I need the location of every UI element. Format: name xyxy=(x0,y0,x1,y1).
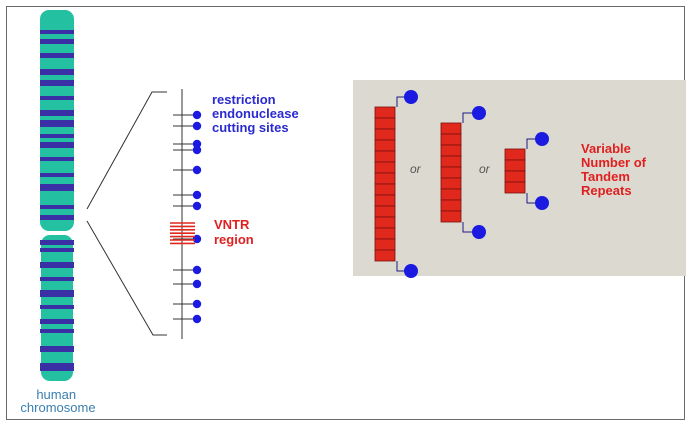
repeat-block xyxy=(374,150,396,163)
repeat-block xyxy=(374,227,396,240)
repeat-block xyxy=(374,161,396,174)
repeat-block xyxy=(440,199,462,212)
repeat-block xyxy=(374,249,396,262)
chromosome-band xyxy=(40,319,74,324)
chromosome-band xyxy=(40,80,74,86)
repeat-variant xyxy=(374,90,418,278)
site-dot xyxy=(192,201,202,211)
chromosome-band xyxy=(40,69,74,75)
repeat-block xyxy=(440,144,462,157)
repeat-block xyxy=(504,181,526,194)
connector-line xyxy=(526,138,538,149)
vntr-region-marks xyxy=(170,222,195,245)
chromosome-band xyxy=(40,157,74,161)
repeat-block xyxy=(504,170,526,183)
repeat-block xyxy=(440,122,462,135)
or-label-2: or xyxy=(479,162,491,176)
repeat-block xyxy=(440,188,462,201)
chromosome-band xyxy=(40,305,74,309)
repeat-block xyxy=(440,166,462,179)
repeat-variant-group xyxy=(374,90,549,278)
site-dot xyxy=(192,110,202,120)
repeat-block xyxy=(374,238,396,251)
repeat-variants-panel: or or Variable Number of Tandem Repeats xyxy=(353,80,686,278)
repeat-variant xyxy=(504,132,549,210)
chromosome-band xyxy=(40,240,74,245)
connector-line xyxy=(396,261,407,272)
repeat-variant xyxy=(440,106,486,239)
repeat-block xyxy=(440,155,462,168)
site-dot xyxy=(192,299,202,309)
repeat-block xyxy=(504,159,526,172)
chromosome-band xyxy=(40,277,74,281)
site-dot xyxy=(192,139,202,149)
connector-line xyxy=(396,96,407,107)
vntr-region-label: VNTR region xyxy=(214,217,254,247)
repeat-block xyxy=(374,117,396,130)
chromosome-band xyxy=(40,110,74,116)
site-dot xyxy=(192,165,202,175)
chromosome-label: human chromosome xyxy=(20,387,95,415)
connector-line xyxy=(526,193,538,204)
bracket-lower-line xyxy=(86,220,167,336)
chromosome-band xyxy=(40,173,74,177)
site-dot xyxy=(535,196,549,210)
site-dot xyxy=(192,279,202,289)
chromosome-band xyxy=(40,134,74,138)
repeat-block xyxy=(374,106,396,119)
repeat-block xyxy=(440,210,462,223)
chromosome-band xyxy=(40,205,74,209)
site-dot xyxy=(535,132,549,146)
zoom-bracket xyxy=(86,91,167,336)
chromosome-band xyxy=(40,96,74,100)
connector-line xyxy=(462,222,475,233)
repeat-block xyxy=(374,205,396,218)
restriction-sites xyxy=(173,110,202,324)
or-label-1: or xyxy=(410,162,422,176)
site-dot xyxy=(404,264,418,278)
site-dot xyxy=(404,90,418,104)
chromosome-band xyxy=(40,262,74,268)
chromosome-band xyxy=(40,184,74,191)
repeat-block xyxy=(374,139,396,152)
chromosome-band xyxy=(40,120,74,127)
vntr-diagram: restriction endonuclease cutting sites V… xyxy=(20,10,686,415)
dna-strand xyxy=(170,89,202,339)
repeat-block xyxy=(440,133,462,146)
chromosome-band xyxy=(40,290,74,297)
site-dot xyxy=(192,314,202,324)
site-dot xyxy=(472,106,486,120)
repeat-block xyxy=(504,148,526,161)
chromosome xyxy=(40,10,74,381)
chromosome-band xyxy=(40,53,74,58)
restriction-sites-label: restriction endonuclease cutting sites xyxy=(212,92,302,135)
vntr-full-label: Variable Number of Tandem Repeats xyxy=(581,141,650,198)
repeat-block xyxy=(374,194,396,207)
chromosome-band xyxy=(40,39,74,44)
figure-frame: restriction endonuclease cutting sites V… xyxy=(6,6,686,420)
bracket-upper-line xyxy=(86,91,167,210)
chromosome-band xyxy=(40,142,74,148)
chromosome-bands xyxy=(40,30,74,371)
chromosome-band xyxy=(40,329,74,333)
chromosome-band xyxy=(40,215,74,220)
chromosome-band xyxy=(40,346,74,352)
site-dot xyxy=(192,265,202,275)
repeat-block xyxy=(374,216,396,229)
site-dot xyxy=(192,145,202,155)
site-dot xyxy=(472,225,486,239)
repeat-block xyxy=(374,172,396,185)
repeat-block xyxy=(374,128,396,141)
chromosome-band xyxy=(40,30,74,34)
site-dot xyxy=(192,121,202,131)
chromosome-band xyxy=(40,363,74,371)
site-dot xyxy=(192,190,202,200)
connector-line xyxy=(462,112,475,123)
repeat-block xyxy=(374,183,396,196)
repeat-block xyxy=(440,177,462,190)
chromosome-band xyxy=(40,248,74,252)
